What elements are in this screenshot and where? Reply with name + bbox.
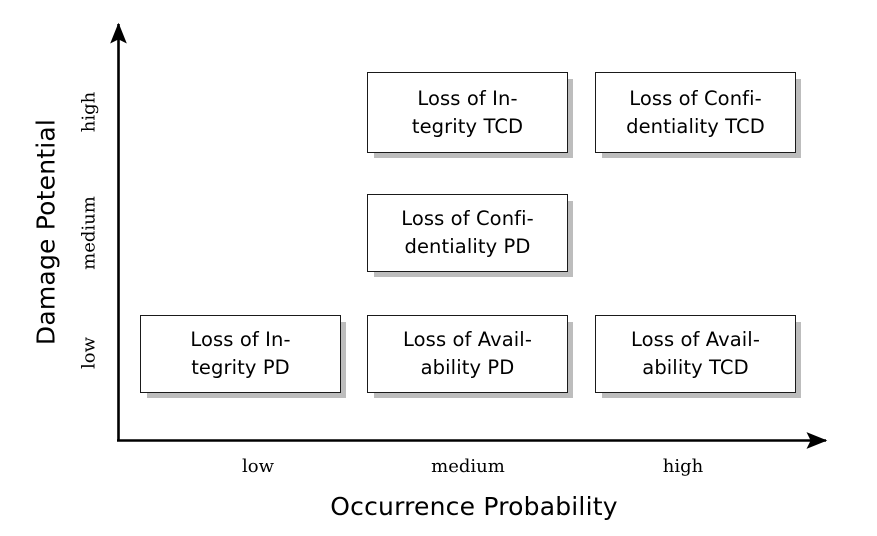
risk-box-label-line2: tegrity TCD [411,114,524,138]
risk-box-loss-of-integrity-tcd[interactable]: Loss of In- tegrity TCD [367,72,568,153]
risk-box-label-line1: Loss of In- [190,328,291,352]
x-tick-label-high: high [662,456,704,477]
risk-box-loss-of-confidentiality-tcd[interactable]: Loss of Confi- dentiality TCD [595,72,796,153]
risk-box-label-line2: tegrity PD [191,356,290,379]
risk-box-loss-of-availability-tcd[interactable]: Loss of Avail- ability TCD [595,315,796,393]
risk-box-label-line1: Loss of Avail- [403,328,532,352]
x-tick-label-low: low [241,456,275,477]
x-tick-label-medium: medium [431,456,505,477]
risk-box-label-line2: ability TCD [642,356,749,379]
risk-box-label-line2: ability PD [420,356,515,379]
y-tick-label-medium: medium [78,196,100,270]
y-tick-label-low: low [78,336,100,370]
x-axis-title: Occurrence Probability [330,492,618,521]
risk-box-label-line1: Loss of Avail- [631,328,760,352]
risk-box-loss-of-availability-pd[interactable]: Loss of Avail- ability PD [367,315,568,393]
risk-box-loss-of-integrity-pd[interactable]: Loss of In- tegrity PD [140,315,341,393]
risk-box-label-line1: Loss of In- [417,86,518,110]
risk-box-label-line2: dentiality PD [404,235,531,258]
risk-box-label-line1: Loss of Confi- [629,86,762,110]
y-tick-label-high: high [78,91,100,133]
risk-box-label-line1: Loss of Confi- [401,207,534,231]
risk-box-loss-of-confidentiality-pd[interactable]: Loss of Confi- dentiality PD [367,194,568,272]
y-axis-title: Damage Potential [31,118,61,346]
risk-box-label-line2: dentiality TCD [626,114,765,138]
